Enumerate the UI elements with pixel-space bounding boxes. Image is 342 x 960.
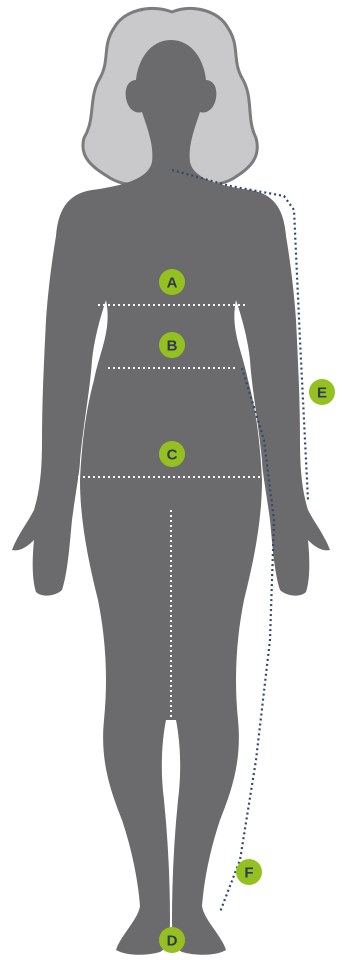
svg-text:E: E — [317, 385, 327, 402]
svg-text:C: C — [167, 447, 178, 464]
marker-e: E — [309, 379, 335, 405]
marker-d: D — [159, 927, 185, 953]
marker-f: F — [236, 859, 262, 885]
body-silhouette — [12, 40, 330, 955]
svg-text:D: D — [167, 933, 178, 950]
marker-c: C — [159, 441, 185, 467]
marker-a: A — [159, 269, 185, 295]
svg-text:B: B — [167, 338, 178, 355]
svg-text:A: A — [167, 275, 178, 292]
svg-text:F: F — [244, 865, 253, 882]
marker-b: B — [159, 332, 185, 358]
